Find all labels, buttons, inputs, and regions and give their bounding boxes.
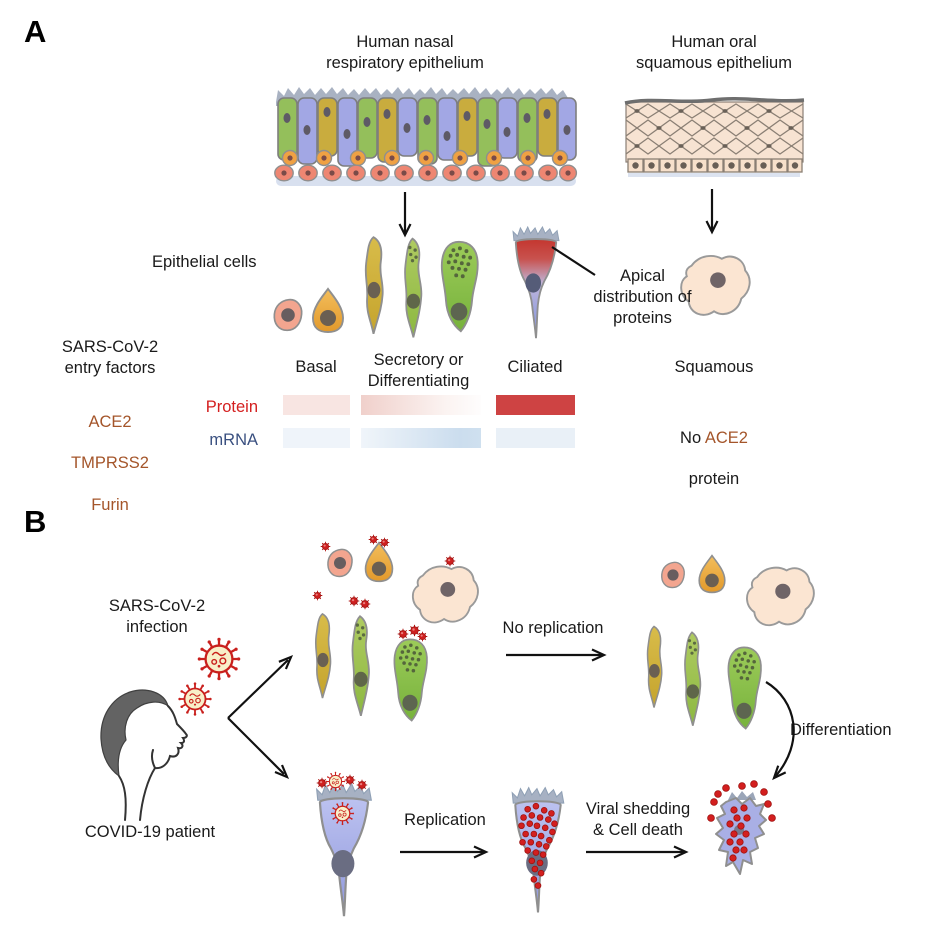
no-ace2-note: No ACE2 protein [644,407,784,511]
arrow-oral-to-cell [705,189,719,235]
basal-cell-orange [696,553,728,595]
cell-type-ciliated-label: Ciliated [507,358,563,376]
virus-particle-dot-icon [379,537,390,548]
differentiation-label: Differentiation [790,721,892,739]
mrna-bar-basal [283,428,350,448]
nasal-epithelium-title: Human nasal respiratory epithelium [326,33,484,72]
cell-type-squamous-label: Squamous [674,358,754,376]
mrna-bar-ciliated [496,428,575,448]
fork-arrows [227,655,294,780]
arrow-no-replication [506,648,607,662]
replication-label: Replication [404,811,486,829]
virus-particle-dot-icon [417,631,428,642]
no-replication-label: No replication [502,619,604,637]
panel-a-label: A [24,14,47,49]
no-ace2-prefix: No [680,428,705,447]
secretory-cell-green [677,620,707,738]
epithelial-cells-label: Epithelial cells [152,253,257,271]
virus-particle-dot-icon [356,779,368,791]
nasal-epithelium-illustration [274,87,578,186]
apical-distribution-note: Apical distribution of proteins [593,267,692,327]
arrow-nasal-to-cells [398,192,412,238]
virus-particle-dot-icon [368,534,379,545]
infected-secretory-cell-green [344,603,376,729]
patient-label: COVID-19 patient [84,823,216,841]
protein-bar-ciliated [496,395,575,415]
patient-head-icon [100,689,188,821]
arrow-differentiation-curved [765,681,795,781]
entry-factor-tmprss2: TMPRSS2 [71,454,149,473]
mrna-row-label: mRNA [209,431,258,449]
arrow-replication [400,845,489,859]
cell-type-secretory-label: Secretory or Differentiating [367,351,470,390]
virus-cluster-overlay [505,763,571,938]
no-ace2-line2: protein [688,470,740,489]
no-ace2-gene: ACE2 [704,428,748,447]
basal-cell-pink [659,559,687,591]
secretory-cell-yellow [358,234,389,337]
squamous-cell [742,560,818,634]
panel-b-label: B [24,504,47,539]
virus-particle-dot-icon [320,541,331,552]
entry-factor-ace2: ACE2 [88,412,132,431]
apical-pointer-line [551,246,596,276]
virus-particle-dot-icon [312,590,323,601]
oral-epithelium-title: Human oral squamous epithelium [636,33,792,72]
differentiating-cell-green [434,239,484,334]
secretory-cell-yellow [641,608,667,726]
virus-particle-dot-icon [444,555,456,567]
dying-cell-shedding-virus [706,778,786,890]
coronavirus-icon [325,771,346,792]
protein-bar-basal [283,395,350,415]
infected-differentiating-cell-green [388,628,432,732]
cell-type-basal-label: Basal [295,358,337,376]
basal-cell-pink [271,297,305,333]
mrna-bar-secretory [361,428,481,448]
coronavirus-icon [330,801,355,826]
basal-cell-orange [309,287,347,334]
protein-bar-secretory [361,395,481,415]
entry-factors-title: SARS-CoV-2 entry factors [61,338,159,377]
infection-label: SARS-CoV-2 infection [108,597,206,636]
secretory-cell-green [396,236,429,340]
virus-particle-dot-icon [359,598,371,610]
arrow-viral-shedding [586,845,689,859]
viral-shedding-label: Viral shedding & Cell death [585,800,691,839]
entry-factor-furin: Furin [91,495,129,514]
infected-secretory-cell-yellow [309,596,336,716]
oral-epithelium-illustration [624,97,805,177]
protein-row-label: Protein [205,398,258,416]
entry-factors-list: ACE2 TMPRSS2 Furin [30,391,190,536]
infected-squamous-cell [408,560,482,630]
